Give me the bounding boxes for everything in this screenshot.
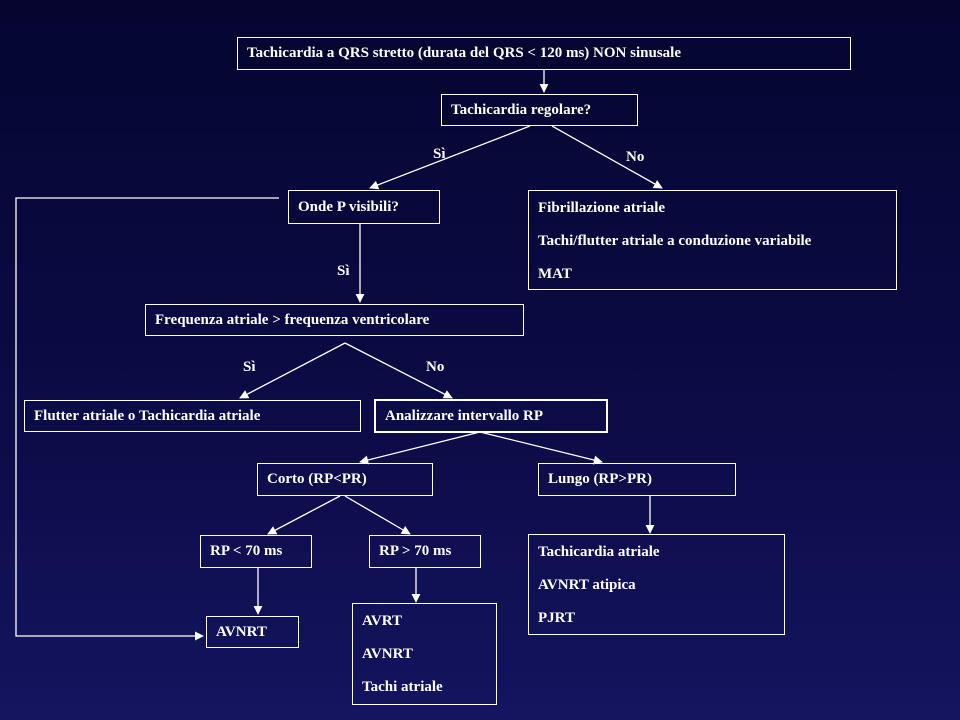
node-rp-lt-70-label: RP < 70 ms (210, 543, 283, 559)
lungo-outcome-3: PJRT (538, 610, 575, 626)
lungo-outcome-2: AVNRT atipica (538, 577, 636, 593)
edge-label-freq-si: Sì (243, 359, 256, 375)
node-root: Tachicardia a QRS stretto (durata del QR… (237, 37, 851, 70)
edge-label-regolare-no: No (626, 149, 645, 165)
node-onde-p-visibili: Onde P visibili? (288, 190, 440, 224)
irregolari-line-3: MAT (538, 266, 572, 282)
arrow-onde-no-to-avnrt (15, 197, 279, 641)
arrow-rp-corto (359, 431, 481, 465)
node-irregolari: Fibrillazione atriale Tachi/flutter atri… (528, 190, 897, 290)
arrow-freq-si (239, 342, 346, 399)
edge-label-onde-si: Sì (337, 263, 350, 279)
arrow-corto-lt70 (267, 495, 341, 535)
node-gt70-outcomes: AVRT AVNRT Tachi atriale (352, 603, 497, 705)
node-lungo-outcomes: Tachicardia atriale AVNRT atipica PJRT (528, 534, 785, 635)
node-flutter-atriale: Flutter atriale o Tachicardia atriale (24, 400, 361, 432)
node-avnrt: AVNRT (206, 616, 299, 648)
lungo-outcome-1: Tachicardia atriale (538, 544, 660, 560)
arrow-rp-lungo (479, 431, 603, 465)
node-corto: Corto (RP<PR) (257, 463, 433, 496)
arrow-corto-gt70 (344, 495, 411, 535)
node-flutter-atriale-label: Flutter atriale o Tachicardia atriale (34, 407, 261, 424)
node-lungo-label: Lungo (RP>PR) (548, 471, 652, 487)
irregolari-line-1: Fibrillazione atriale (538, 200, 666, 216)
arrow-regolare-si (369, 125, 531, 190)
node-rp-gt-70-label: RP > 70 ms (379, 543, 452, 559)
node-tachicardia-regolare: Tachicardia regolare? (441, 94, 638, 126)
node-rp-gt-70: RP > 70 ms (369, 535, 481, 568)
arrow-freq-no (344, 342, 453, 399)
node-avnrt-label: AVNRT (216, 623, 267, 640)
node-rp-lt-70: RP < 70 ms (200, 535, 312, 568)
node-analizzare-rp-label: Analizzare intervallo RP (385, 407, 544, 424)
node-corto-label: Corto (RP<PR) (267, 471, 367, 487)
irregolari-line-2: Tachi/flutter atriale a conduzione varia… (538, 233, 812, 249)
node-tachicardia-regolare-label: Tachicardia regolare? (451, 101, 592, 118)
gt70-outcome-1: AVRT (362, 613, 403, 629)
arrow-regolare-no (551, 125, 663, 189)
node-frequenza-atriale: Frequenza atriale > frequenza ventricola… (145, 304, 524, 336)
node-lungo: Lungo (RP>PR) (538, 463, 736, 496)
gt70-outcome-2: AVNRT (362, 646, 413, 662)
node-root-label: Tachicardia a QRS stretto (durata del QR… (247, 45, 681, 61)
node-analizzare-rp: Analizzare intervallo RP (374, 399, 608, 433)
gt70-outcome-3: Tachi atriale (362, 679, 443, 695)
edge-label-freq-no: No (426, 359, 445, 375)
node-frequenza-atriale-label: Frequenza atriale > frequenza ventricola… (155, 311, 430, 328)
edge-label-regolare-si: Sì (433, 146, 446, 162)
node-onde-p-visibili-label: Onde P visibili? (298, 198, 399, 215)
